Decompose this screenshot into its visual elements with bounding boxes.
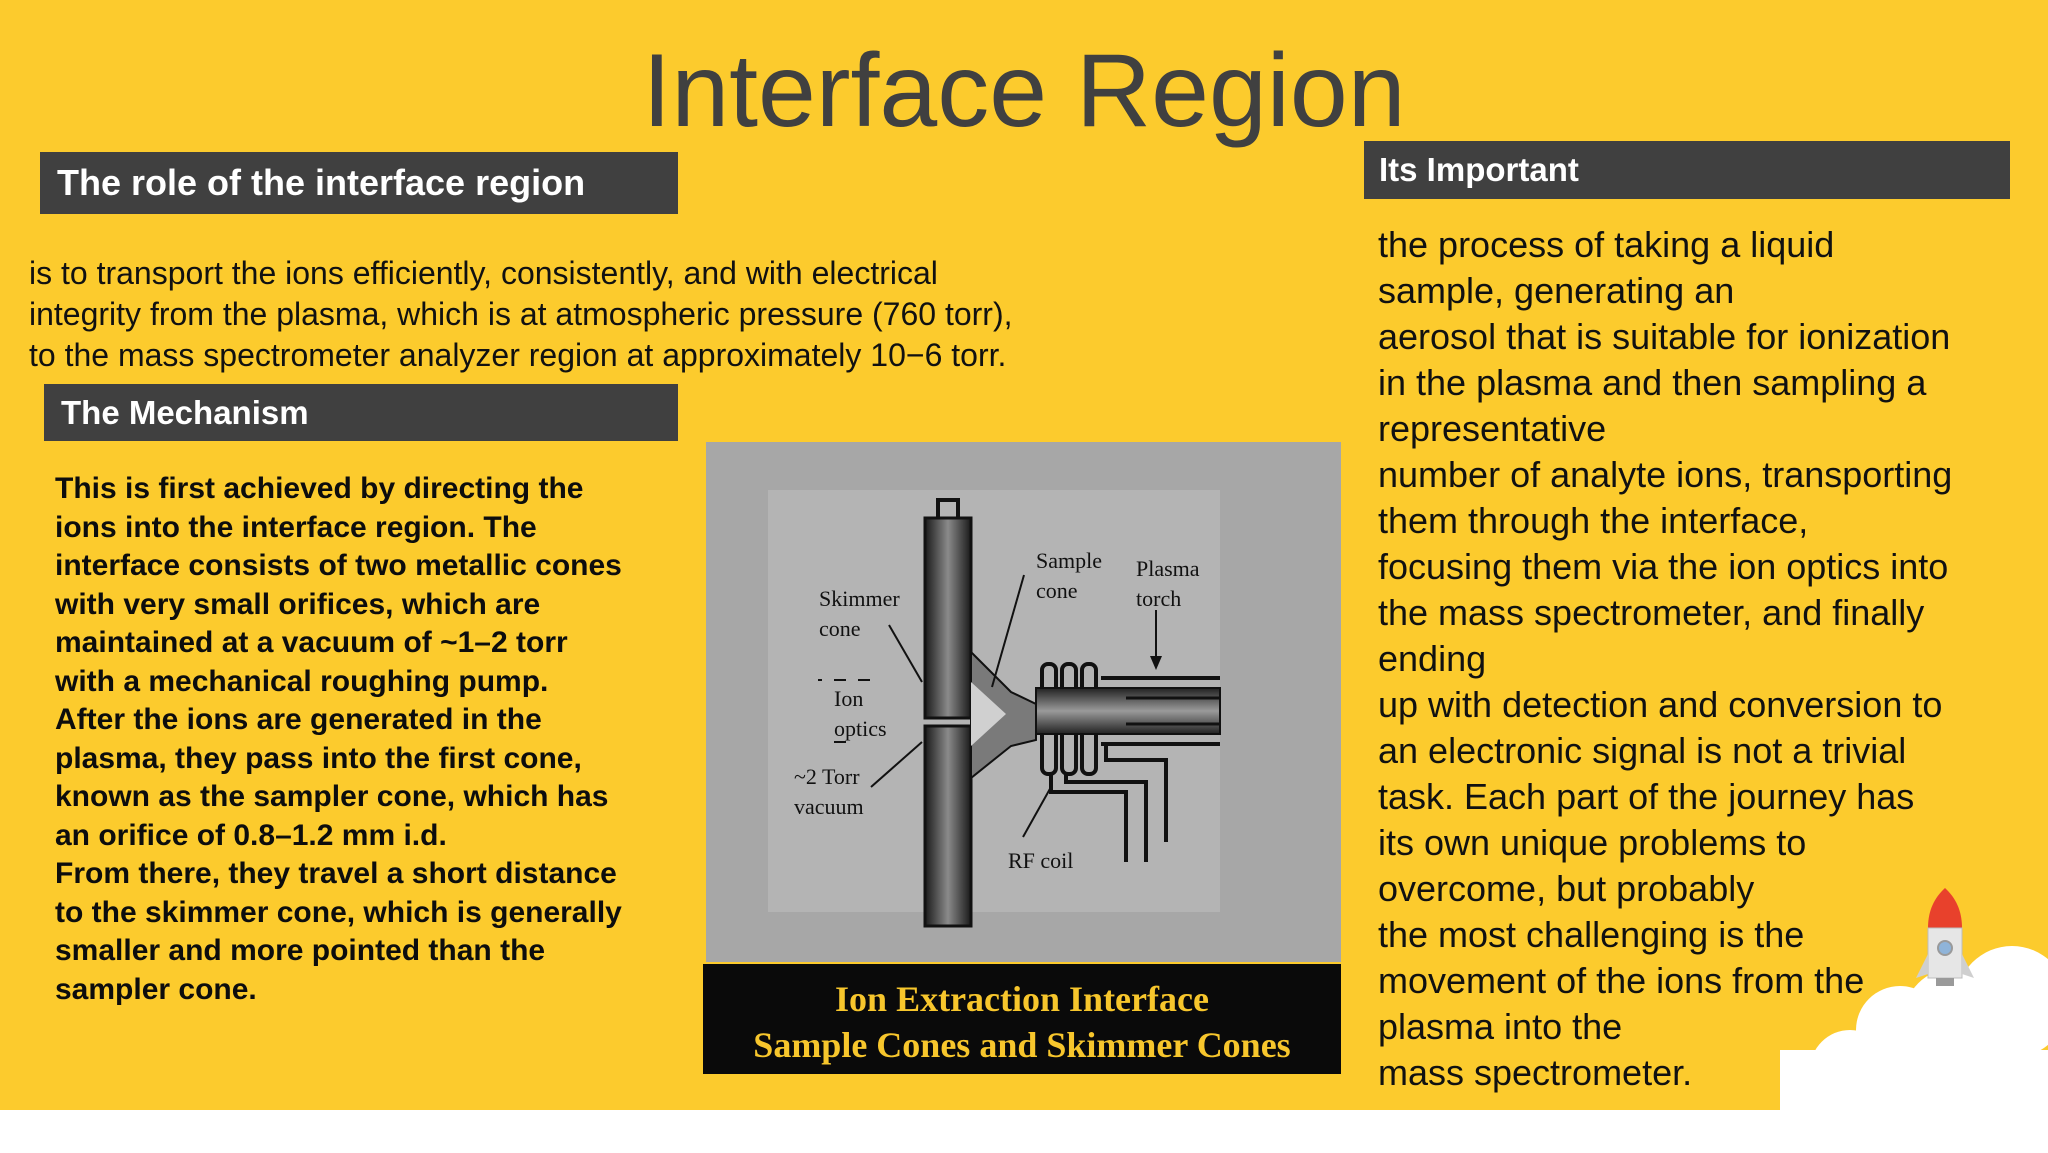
mechanism-line: interface consists of two metallic cones	[55, 549, 622, 582]
sample-label-2: cone	[1036, 578, 1078, 603]
mechanism-line: with very small orifices, which are	[55, 587, 541, 621]
mechanism-line: sampler cone.	[55, 972, 257, 1006]
important-line: the most challenging is the	[1378, 914, 1805, 955]
caption-line-1: Ion Extraction Interface	[835, 979, 1209, 1019]
rocket-decoration	[1780, 888, 2048, 1110]
slide: Interface Region The role of the interfa…	[0, 0, 2048, 1110]
skimmer-plate-upper	[923, 516, 973, 720]
skimmer-label-2: cone	[819, 616, 861, 641]
bottom-strip	[0, 1110, 2048, 1153]
important-line: task. Each part of the journey has	[1378, 776, 1915, 817]
mechanism-line: After the ions are generated in the	[55, 703, 542, 736]
important-line: representative	[1378, 408, 1607, 449]
mechanism-heading-bar: The Mechanism	[44, 384, 678, 441]
mechanism-line: plasma, they pass into the first cone,	[55, 741, 582, 775]
torr-label-2: vacuum	[794, 794, 864, 819]
important-line: plasma into the	[1378, 1006, 1623, 1047]
important-line: overcome, but probably	[1378, 868, 1755, 909]
torr-label-1: ~2 Torr	[794, 764, 860, 789]
role-text: is to transport the ions efficiently, co…	[29, 253, 1089, 376]
plasma-torch	[1035, 687, 1221, 735]
plasma-label-1: Plasma	[1136, 556, 1200, 581]
role-text-line: integrity from the plasma, which is at a…	[29, 296, 1013, 332]
figure-caption: Ion Extraction Interface Sample Cones an…	[703, 964, 1341, 1074]
ion-label-1: Ion	[834, 686, 863, 711]
vacuum-pointer	[870, 741, 923, 788]
important-line: focusing them via the ion optics into	[1378, 546, 1949, 587]
skimmer-plate-lower	[923, 724, 973, 928]
mechanism-line: maintained at a vacuum of ~1–2 torr	[55, 626, 568, 659]
interface-diagram-svg: Skimmer cone Sample cone Plasma torch Io…	[768, 490, 1221, 928]
caption-line-2: Sample Cones and Skimmer Cones	[753, 1025, 1291, 1065]
ion-beam	[971, 682, 1006, 746]
rf-pointer	[1022, 786, 1052, 838]
important-line: movement of the ions from the	[1378, 960, 1865, 1001]
gas-inlet-pipe	[1104, 744, 1168, 842]
sample-pointer	[991, 574, 1025, 688]
ion-label-2: optics	[834, 716, 887, 741]
role-heading-bar: The role of the interface region	[40, 152, 678, 214]
mechanism-line: This is first achieved by directing the	[55, 472, 584, 505]
gas-inlet-pipe	[1049, 774, 1128, 862]
mechanism-line: known as the sampler cone, which has	[55, 780, 609, 813]
role-text-line: to the mass spectrometer analyzer region…	[29, 337, 1007, 373]
interface-diagram: Skimmer cone Sample cone Plasma torch Io…	[706, 442, 1341, 962]
mechanism-line: an orifice of 0.8–1.2 mm i.d.	[55, 818, 447, 852]
role-text-line: is to transport the ions efficiently, co…	[29, 255, 938, 291]
important-line: mass spectrometer.	[1378, 1052, 1693, 1093]
role-heading: The role of the interface region	[57, 162, 586, 203]
mechanism-line: ions into the interface region. The	[55, 510, 537, 544]
rocket-icon	[1916, 888, 1974, 986]
important-text: the process of taking a liquid sample, g…	[1378, 222, 2018, 1096]
important-heading: Its Important	[1379, 151, 1579, 188]
mechanism-line: with a mechanical roughing pump.	[55, 664, 549, 698]
cloud-icon	[1780, 946, 2048, 1110]
important-line: aerosol that is suitable for ionization	[1378, 316, 1951, 357]
important-line: the process of taking a liquid	[1378, 224, 1835, 265]
mechanism-line: smaller and more pointed than the	[55, 934, 546, 967]
important-line: up with detection and conversion to	[1378, 684, 1943, 725]
important-line: the mass spectrometer, and finally	[1378, 592, 1925, 633]
important-line: in the plasma and then sampling a	[1378, 362, 1927, 403]
important-line: number of analyte ions, transporting	[1378, 454, 1953, 495]
mechanism-heading: The Mechanism	[61, 393, 309, 431]
skimmer-pointer	[888, 624, 923, 683]
important-line: an electronic signal is not a trivial	[1378, 730, 1907, 771]
important-heading-bar: Its Important	[1364, 141, 2010, 199]
skimmer-label-1: Skimmer	[819, 586, 900, 611]
important-line: ending	[1378, 638, 1487, 679]
mechanism-text: This is first achieved by directing the …	[55, 470, 675, 1009]
plasma-label-2: torch	[1136, 586, 1181, 611]
important-line: sample, generating an	[1378, 270, 1735, 311]
important-line: them through the interface,	[1378, 500, 1809, 541]
mechanism-line: to the skimmer cone, which is generally	[55, 895, 622, 929]
gas-inlet-pipe	[1064, 774, 1148, 862]
rf-coil-label: RF coil	[1008, 848, 1073, 873]
mechanism-line: From there, they travel a short distance	[55, 857, 617, 890]
sample-label-1: Sample	[1036, 548, 1102, 573]
torch-arrow-head	[1150, 656, 1162, 670]
slide-title: Interface Region	[642, 33, 1406, 149]
important-line: its own unique problems to	[1378, 822, 1807, 863]
